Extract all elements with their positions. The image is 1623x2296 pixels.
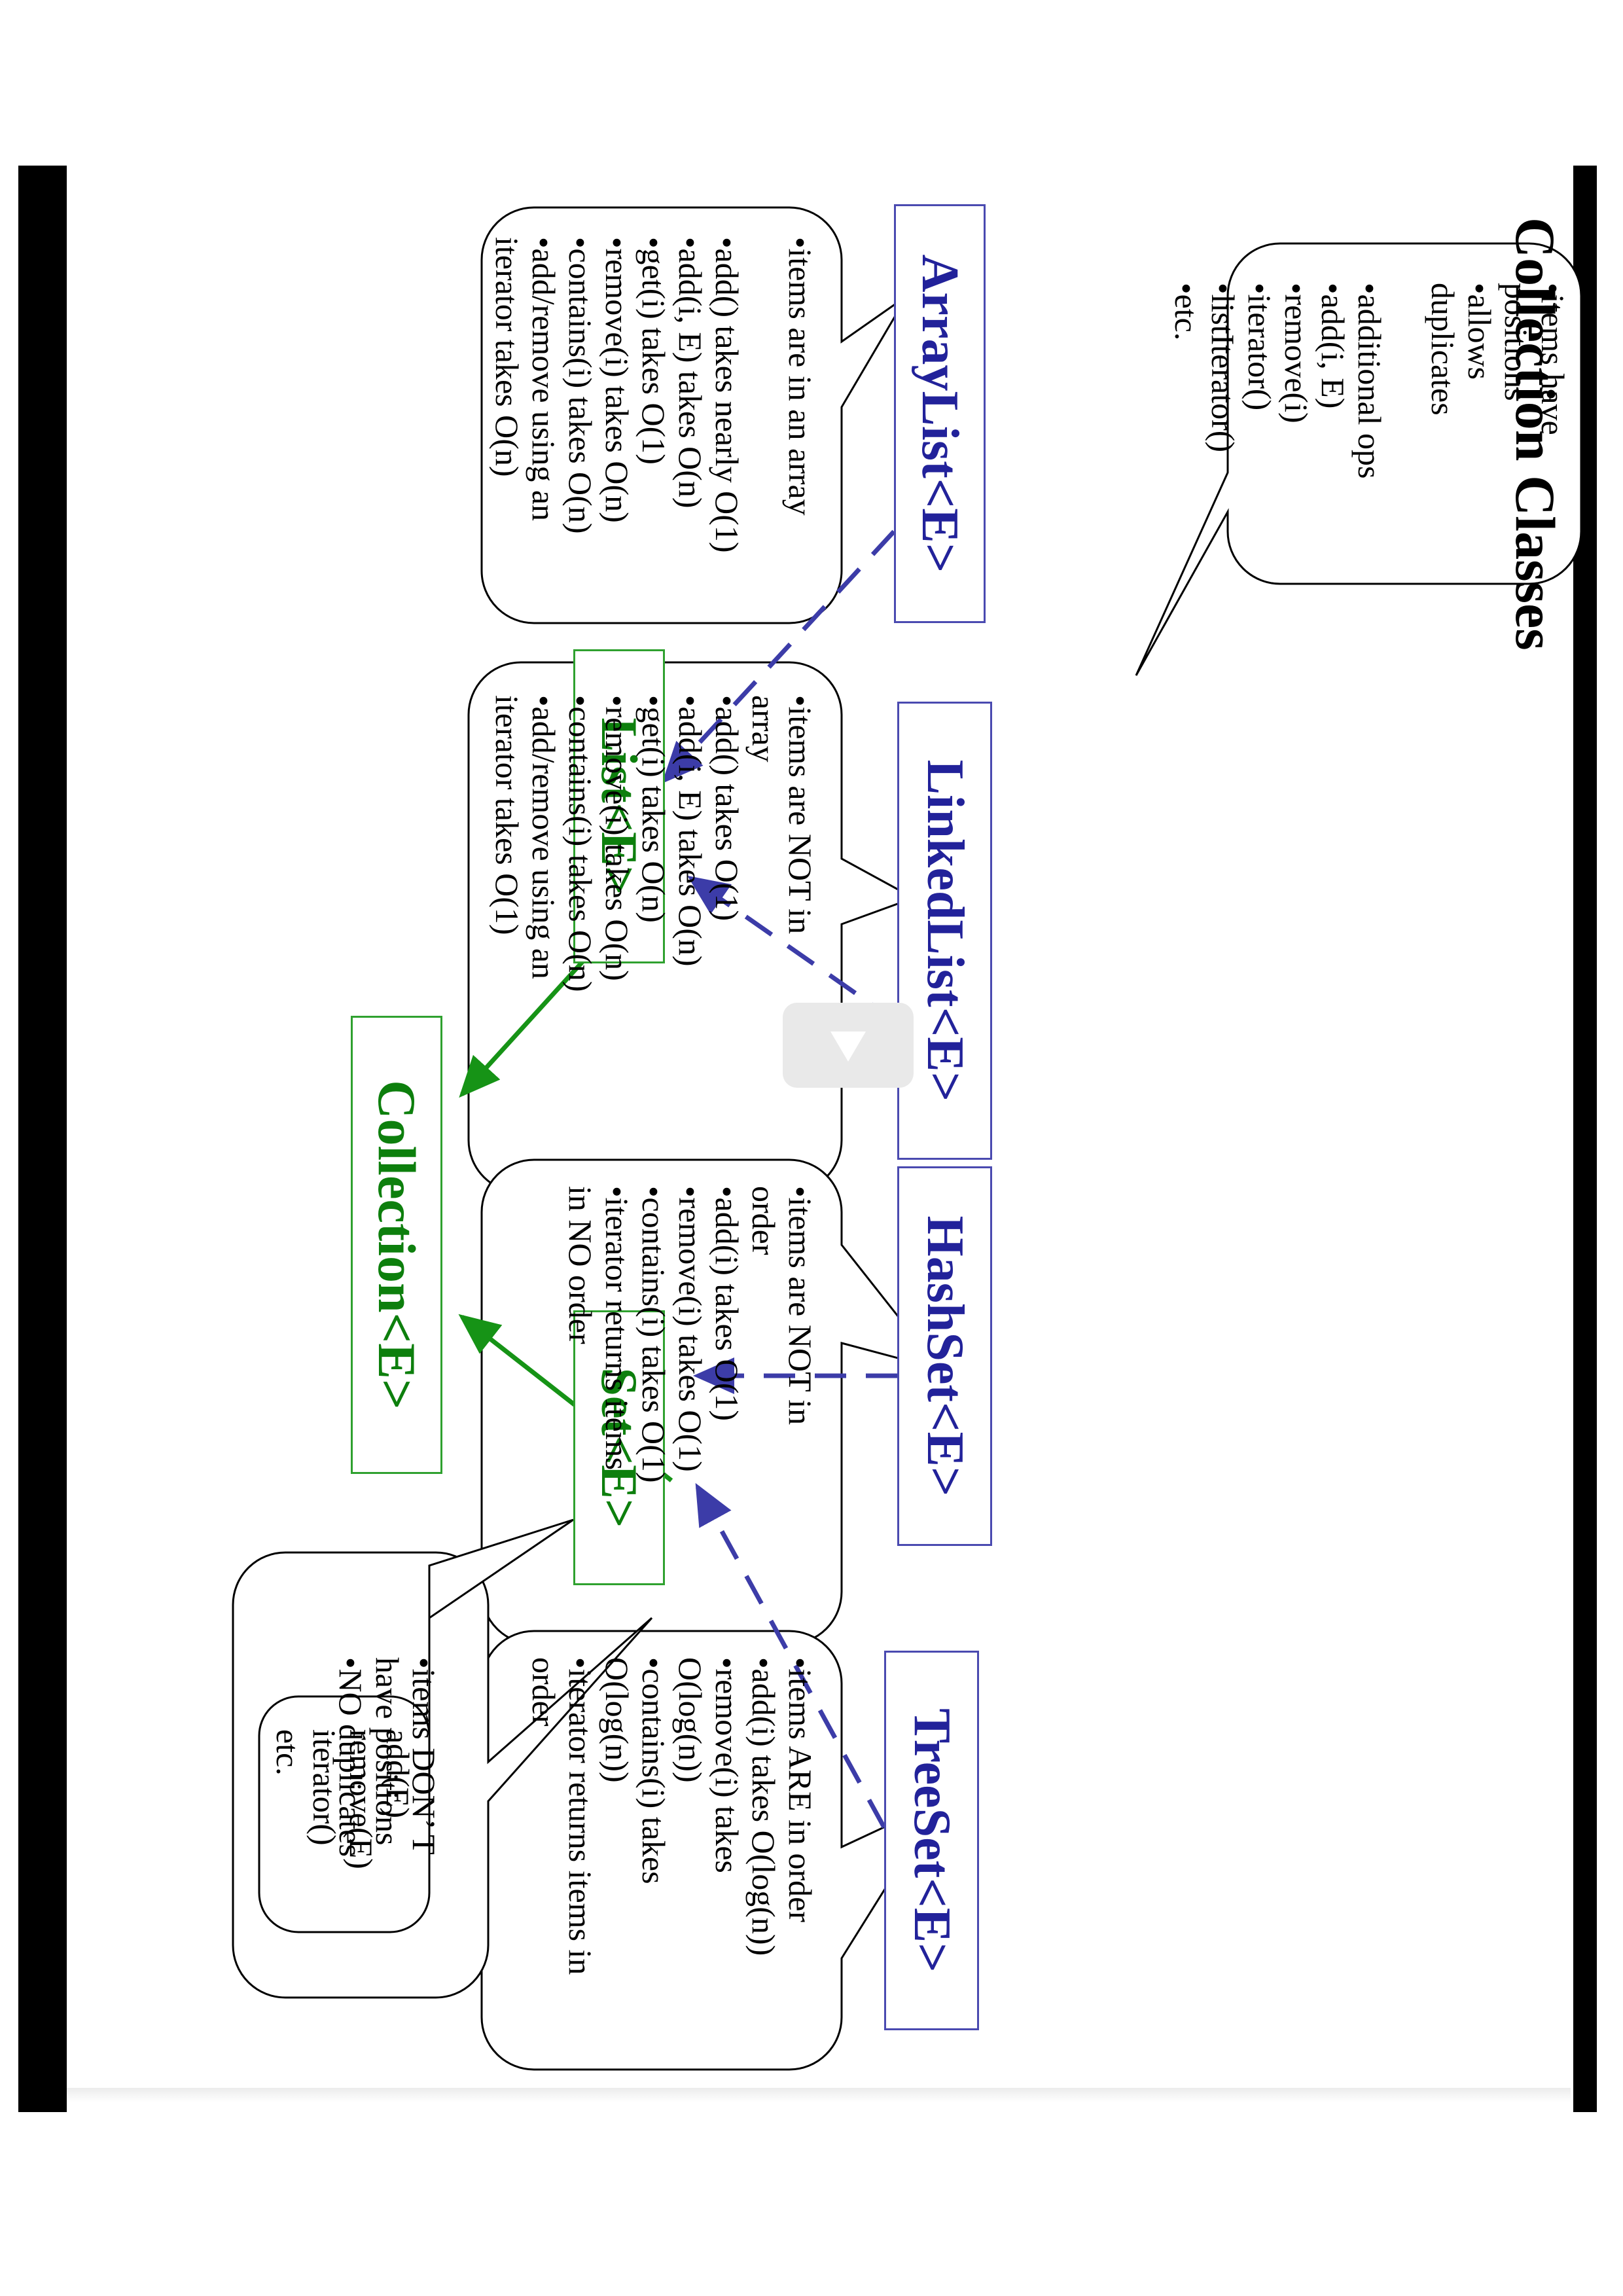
treeset-node: TreeSet<E> — [884, 1651, 979, 2030]
page-shadow — [65, 2088, 1571, 2102]
linkedlist-to-list-arrow — [687, 875, 899, 1024]
list-note: •items have positions •allows duplicates… — [1168, 283, 1571, 479]
hashset-node: HashSet<E> — [897, 1166, 992, 1546]
collection-note-bubble — [258, 1518, 574, 1933]
diagram: Collection Classes Collection<E> List<E>… — [154, 191, 1594, 2102]
list-note-bubble — [1135, 242, 1582, 676]
treeset-note-bubble — [480, 1630, 942, 2071]
hashset-note: •items are NOT in order •add(i) takes O(… — [562, 1186, 819, 1483]
play-icon — [830, 1031, 866, 1062]
collection-note: add(E) remove(E) iterator() etc. — [270, 1729, 416, 1869]
scan-border-left — [18, 166, 67, 2112]
linkedlist-node: LinkedList<E> — [897, 702, 992, 1160]
arraylist-node: ArrayList<E> — [894, 204, 986, 623]
arraylist-note: •items are in an array •add() takes near… — [489, 237, 819, 553]
treeset-to-set-arrow — [695, 1482, 887, 1829]
play-button[interactable] — [783, 1003, 914, 1088]
treeset-note: •items ARE in order •add(i) takes O(log(… — [526, 1657, 819, 1975]
collection-node: Collection<E> — [351, 1016, 442, 1474]
linkedlist-note: •items are NOT in array •add() takes O(1… — [489, 695, 819, 992]
arraylist-to-list-arrow — [662, 529, 896, 784]
